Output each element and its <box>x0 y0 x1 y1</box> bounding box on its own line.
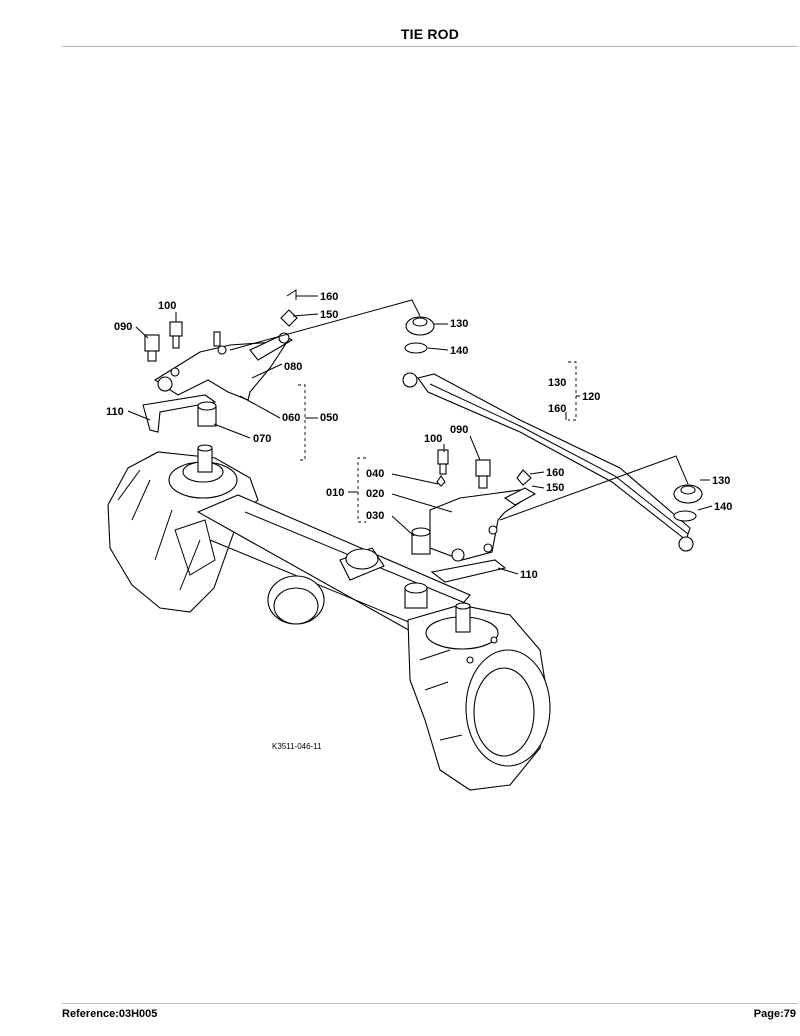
footer-reference: Reference:03H005 <box>62 1008 158 1020</box>
page-title: TIE ROD <box>400 26 460 42</box>
callout-040: 040 <box>366 468 384 480</box>
left-knuckle-arm-assembly <box>142 289 306 461</box>
callout-140-lower: 140 <box>714 501 732 513</box>
callout-050: 050 <box>320 412 338 424</box>
drawing-reference-code: K3511-046-11 <box>272 742 322 751</box>
callout-020: 020 <box>366 488 384 500</box>
callout-130-tierod: 130 <box>548 377 566 389</box>
callout-140-upper: 140 <box>450 345 468 357</box>
callout-080: 080 <box>284 361 302 373</box>
callout-090-right: 090 <box>450 424 468 436</box>
callout-100-right: 100 <box>424 433 442 445</box>
callout-070: 070 <box>253 433 271 445</box>
tie-rod-assembly <box>229 299 703 552</box>
callout-130-lower: 130 <box>712 475 730 487</box>
callout-010: 010 <box>326 487 344 499</box>
callout-160-left: 160 <box>320 291 338 303</box>
callout-110-left: 110 <box>106 406 124 418</box>
callout-090-left: 090 <box>114 321 132 333</box>
callout-leader-lines <box>127 295 713 575</box>
header-divider <box>62 46 798 47</box>
callout-160-right: 160 <box>546 467 564 479</box>
callout-100-left: 100 <box>158 300 176 312</box>
callout-060: 060 <box>282 412 300 424</box>
callout-150-left: 150 <box>320 309 338 321</box>
footer-divider <box>62 1003 798 1004</box>
footer-page-number: Page:79 <box>753 1008 796 1020</box>
callout-120: 120 <box>582 391 600 403</box>
right-knuckle-arm-assembly <box>357 449 537 583</box>
callout-130-upper: 130 <box>450 318 468 330</box>
callout-030: 030 <box>366 510 384 522</box>
front-axle-housing <box>107 444 551 791</box>
callout-110-right: 110 <box>520 569 538 581</box>
callout-160-tierod: 160 <box>548 403 566 415</box>
callout-150-right: 150 <box>546 482 564 494</box>
